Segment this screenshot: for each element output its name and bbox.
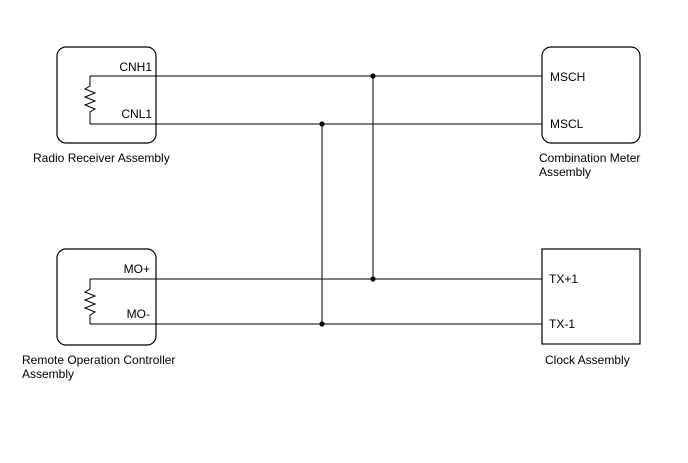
clock-pin-tx-plus-1: TX+1 (549, 272, 578, 286)
clock-assembly: TX+1 TX-1 Clock Assembly (541, 248, 641, 367)
radio-receiver-caption: Radio Receiver Assembly (33, 151, 170, 165)
combination-meter-pin-msch: MSCH (550, 70, 585, 84)
combination-meter-pin-mscl: MSCL (550, 117, 584, 131)
remote-controller-caption-line2: Assembly (22, 367, 74, 381)
clock-pin-tx-minus-1: TX-1 (549, 317, 575, 331)
remote-operation-controller-assembly: MO+ MO- Remote Operation Controller Asse… (22, 248, 175, 381)
remote-controller-pin-mo-minus: MO- (127, 307, 150, 321)
junctions (319, 73, 376, 327)
radio-receiver-resistor (83, 76, 97, 124)
clock-box (541, 248, 641, 345)
radio-receiver-resistor-leads (90, 75, 156, 125)
combination-meter-caption-line1: Combination Meter (539, 151, 640, 165)
junction-low-top (319, 121, 325, 127)
radio-receiver-assembly: CNH1 CNL1 Radio Receiver Assembly (33, 46, 170, 165)
remote-controller-box (56, 248, 157, 346)
junction-high-top (370, 73, 376, 79)
combination-meter-assembly: MSCH MSCL Combination Meter Assembly (539, 46, 641, 179)
remote-controller-pin-mo-plus: MO+ (124, 262, 150, 276)
radio-receiver-box (56, 46, 157, 144)
radio-receiver-pin-cnl1: CNL1 (121, 107, 152, 121)
junction-low-bottom (319, 321, 325, 327)
combination-meter-box (541, 46, 641, 144)
radio-receiver-pin-cnh1: CNH1 (119, 60, 152, 74)
remote-controller-caption-line1: Remote Operation Controller (22, 353, 175, 367)
combination-meter-caption-line2: Assembly (539, 165, 591, 179)
remote-controller-resistor-leads (90, 278, 156, 325)
clock-caption: Clock Assembly (545, 353, 630, 367)
bus-wires (156, 75, 542, 325)
remote-controller-resistor (83, 279, 97, 324)
junction-high-bottom (370, 276, 376, 282)
